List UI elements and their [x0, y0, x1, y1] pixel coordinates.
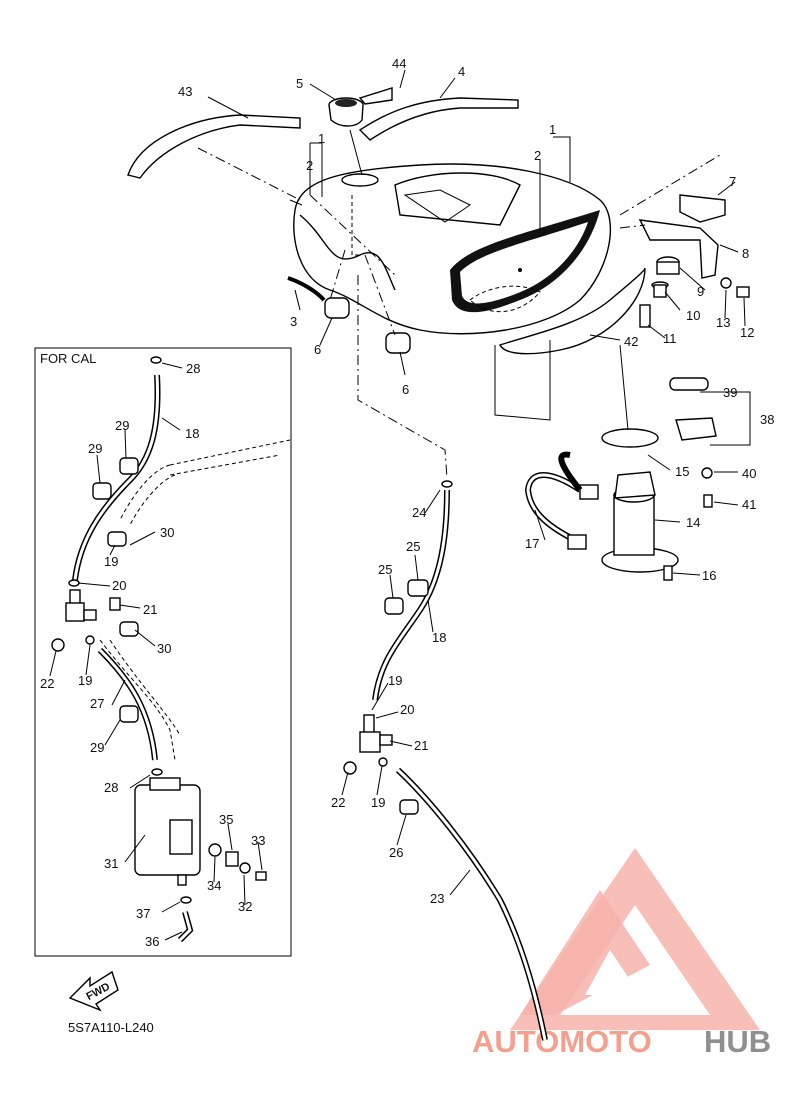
callout-3: 3 — [290, 314, 297, 329]
pump-gasket — [601, 428, 659, 448]
fuel-cap — [328, 97, 364, 127]
inset-callout-lines — [49, 362, 263, 941]
fuel-tank — [293, 163, 612, 335]
callout-13: 13 — [716, 315, 730, 330]
callout-40: 40 — [742, 466, 756, 481]
callout-5: 5 — [296, 76, 303, 91]
callout-19c: 19 — [388, 673, 402, 688]
inset-title: FOR CAL — [40, 351, 96, 366]
callout-37: 37 — [136, 906, 150, 921]
grommet — [324, 297, 411, 354]
side-cover — [499, 267, 646, 355]
watermark-text: AUTOMOTO HUB — [472, 1024, 771, 1059]
callout-31: 31 — [104, 856, 118, 871]
callout-20a: 20 — [112, 578, 126, 593]
callout-30a: 30 — [160, 525, 174, 540]
callout-19d: 19 — [371, 795, 385, 810]
callout-7: 7 — [729, 174, 736, 189]
fuel-sender — [669, 377, 717, 508]
callout-21b: 21 — [414, 738, 428, 753]
callout-19b: 19 — [78, 673, 92, 688]
callout-18b: 18 — [432, 630, 446, 645]
watermark-logo — [510, 848, 760, 1030]
diagram-code: 5S7A110-L240 — [68, 1020, 154, 1035]
callout-4: 4 — [458, 64, 465, 79]
fuel-pump — [579, 471, 679, 573]
callout-14: 14 — [686, 515, 700, 530]
callout-1a: 1 — [318, 131, 325, 146]
callout-25b: 25 — [378, 562, 392, 577]
callout-34: 34 — [207, 878, 221, 893]
callout-28b: 28 — [104, 780, 118, 795]
callout-9: 9 — [697, 284, 704, 299]
pump-bolt — [663, 565, 673, 581]
callout-6b: 6 — [402, 382, 409, 397]
callout-36: 36 — [145, 934, 159, 949]
callout-20b: 20 — [400, 702, 414, 717]
callout-16: 16 — [702, 568, 716, 583]
callout-23: 23 — [430, 891, 444, 906]
callout-1b: 1 — [549, 122, 556, 137]
callout-24: 24 — [412, 505, 426, 520]
callout-41: 41 — [742, 497, 756, 512]
callout-10: 10 — [686, 308, 700, 323]
damper — [656, 256, 680, 275]
callout-22a: 22 — [40, 676, 54, 691]
callout-11: 11 — [663, 331, 677, 346]
right-callout-lines — [341, 489, 471, 896]
callout-38: 38 — [760, 412, 774, 427]
callout-2a: 2 — [306, 158, 313, 173]
callout-30b: 30 — [157, 641, 171, 656]
callout-28a: 28 — [186, 361, 200, 376]
callout-25a: 25 — [406, 539, 420, 554]
callout-35: 35 — [219, 812, 233, 827]
callout-33: 33 — [251, 833, 265, 848]
callout-17: 17 — [525, 536, 539, 551]
callout-lines — [207, 69, 751, 576]
leader-lines — [197, 129, 721, 479]
tank-fasteners — [639, 277, 750, 328]
watermark-brand-part2: HUB — [704, 1024, 771, 1059]
callout-2b: 2 — [534, 148, 541, 163]
fwd-arrow-icon: FWD — [68, 970, 119, 1012]
callout-43: 43 — [178, 84, 192, 99]
callout-29b: 29 — [88, 441, 102, 456]
drain-hose — [287, 276, 326, 302]
callout-29a: 29 — [115, 418, 129, 433]
callout-32: 32 — [238, 899, 252, 914]
callout-12: 12 — [740, 325, 754, 340]
callout-22b: 22 — [331, 795, 345, 810]
callout-8: 8 — [742, 246, 749, 261]
callout-39: 39 — [723, 385, 737, 400]
callout-18a: 18 — [185, 426, 199, 441]
callout-19a: 19 — [104, 554, 118, 569]
callout-21a: 21 — [143, 602, 157, 617]
tank-trim-strips — [127, 87, 519, 179]
cal-inset: FOR CAL — [34, 347, 292, 957]
callout-29c: 29 — [90, 740, 104, 755]
callout-numbers: 1 1 2 2 3 4 5 6 6 7 8 9 10 11 12 13 14 1… — [40, 56, 774, 949]
watermark-brand-part1: AUTOMOTO — [472, 1024, 652, 1059]
callout-15: 15 — [675, 464, 689, 479]
callout-26: 26 — [389, 845, 403, 860]
callout-44: 44 — [392, 56, 406, 71]
evap-hose-main — [343, 480, 548, 1041]
tank-bracket — [638, 194, 726, 279]
callout-27: 27 — [90, 696, 104, 711]
callout-6a: 6 — [314, 342, 321, 357]
callout-42: 42 — [624, 334, 638, 349]
